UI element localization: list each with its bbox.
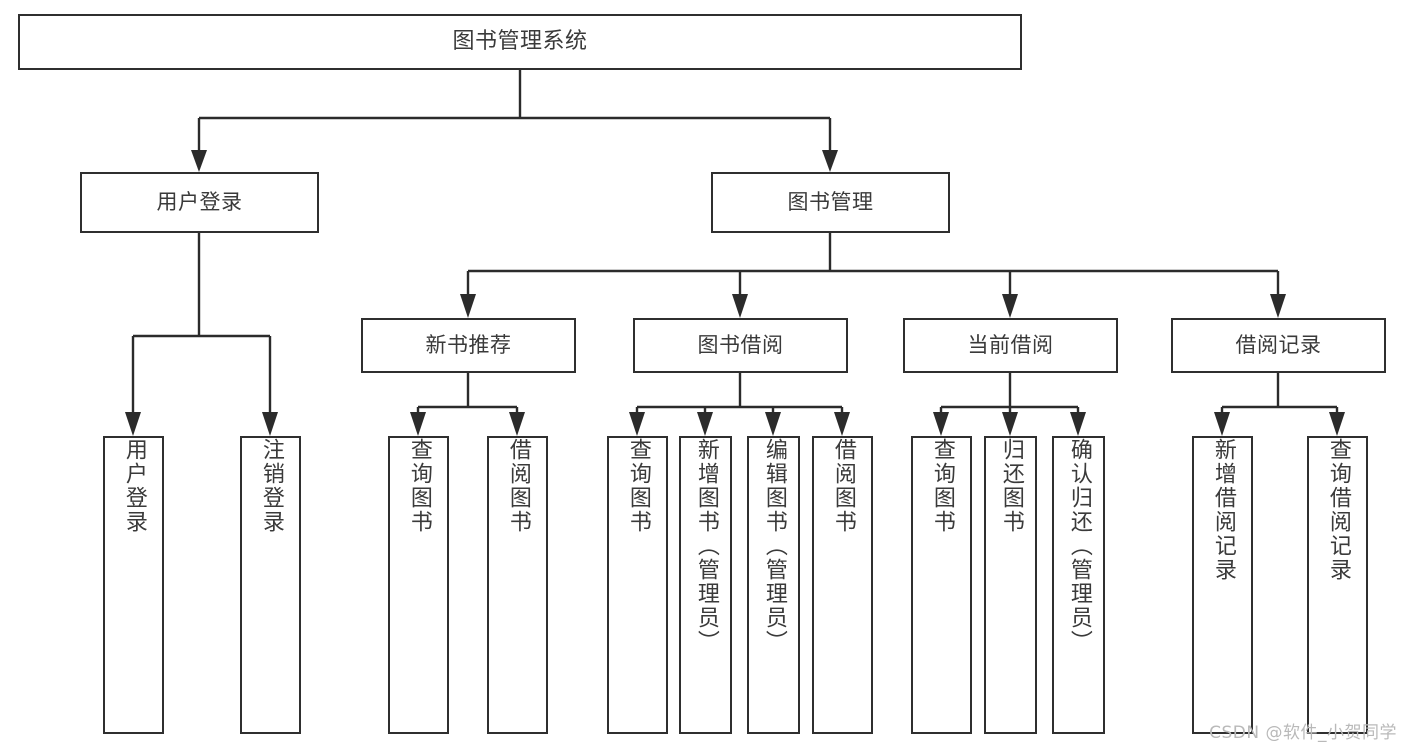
node-leaf-cb-return-book[interactable]: 归还图书 (984, 436, 1037, 734)
node-new-book-recommend-label: 新书推荐 (425, 332, 512, 357)
node-leaf-nbr-query-book[interactable]: 查询图书 (388, 436, 449, 734)
node-leaf-cb-confirm-return-admin[interactable]: 确认归还（管理员） (1052, 436, 1105, 734)
node-leaf-cb-return-book-label: 归还图书 (998, 438, 1024, 534)
arrow-br-l2 (1329, 412, 1345, 436)
node-leaf-user-login-login[interactable]: 用户登录 (103, 436, 164, 734)
arrow-bb-l2 (697, 412, 713, 436)
node-leaf-nbr-borrow-book[interactable]: 借阅图书 (487, 436, 548, 734)
node-book-borrow-label: 图书借阅 (697, 332, 784, 357)
arrow-to-user-login (191, 150, 207, 172)
arrow-br-l1 (1214, 412, 1230, 436)
node-leaf-bb-borrow-book[interactable]: 借阅图书 (812, 436, 873, 734)
node-leaf-bb-query-book-label: 查询图书 (625, 438, 651, 534)
node-book-management-label: 图书管理 (787, 189, 874, 214)
arrow-bm-c4 (1270, 294, 1286, 318)
arrow-bb-l3 (765, 412, 781, 436)
node-borrow-record[interactable]: 借阅记录 (1171, 318, 1386, 373)
node-root-system-label: 图书管理系统 (452, 28, 588, 54)
node-leaf-cb-query-book[interactable]: 查询图书 (911, 436, 972, 734)
node-leaf-br-query-record-label: 查询借阅记录 (1325, 438, 1351, 582)
node-leaf-nbr-borrow-book-label: 借阅图书 (505, 438, 531, 534)
node-leaf-bb-edit-book-admin[interactable]: 编辑图书（管理员） (747, 436, 800, 734)
node-borrow-record-label: 借阅记录 (1235, 332, 1322, 357)
arrow-nbr-l2 (509, 412, 525, 436)
node-new-book-recommend[interactable]: 新书推荐 (361, 318, 576, 373)
arrow-cb-l1 (933, 412, 949, 436)
arrow-ul-leaf1 (125, 412, 141, 436)
node-user-login-label: 用户登录 (156, 189, 243, 214)
node-book-management[interactable]: 图书管理 (711, 172, 950, 233)
arrow-bb-l4 (834, 412, 850, 436)
node-leaf-user-login-logout-label: 注销登录 (258, 438, 284, 534)
arrow-nbr-l1 (410, 412, 426, 436)
arrow-cb-l2 (1002, 412, 1018, 436)
arrow-ul-leaf2 (262, 412, 278, 436)
node-current-borrow[interactable]: 当前借阅 (903, 318, 1118, 373)
node-root-system[interactable]: 图书管理系统 (18, 14, 1022, 70)
node-leaf-user-login-logout[interactable]: 注销登录 (240, 436, 301, 734)
arrow-bm-c1 (460, 294, 476, 318)
node-leaf-bb-query-book[interactable]: 查询图书 (607, 436, 668, 734)
node-leaf-user-login-login-label: 用户登录 (121, 438, 147, 534)
node-leaf-br-query-record[interactable]: 查询借阅记录 (1307, 436, 1368, 734)
node-book-borrow[interactable]: 图书借阅 (633, 318, 848, 373)
arrow-bb-l1 (629, 412, 645, 436)
arrow-to-book-mgmt (822, 150, 838, 172)
node-leaf-bb-borrow-book-label: 借阅图书 (830, 438, 856, 534)
node-leaf-cb-query-book-label: 查询图书 (929, 438, 955, 534)
node-user-login[interactable]: 用户登录 (80, 172, 319, 233)
arrow-cb-l3 (1070, 412, 1086, 436)
node-leaf-br-add-record[interactable]: 新增借阅记录 (1192, 436, 1253, 734)
arrow-bm-c2 (732, 294, 748, 318)
node-current-borrow-label: 当前借阅 (967, 332, 1054, 357)
node-leaf-br-add-record-label: 新增借阅记录 (1210, 438, 1236, 582)
node-leaf-bb-edit-book-admin-label: 编辑图书（管理员） (761, 438, 787, 654)
node-leaf-nbr-query-book-label: 查询图书 (406, 438, 432, 534)
node-leaf-bb-add-book-admin-label: 新增图书（管理员） (693, 438, 719, 654)
node-leaf-cb-confirm-return-admin-label: 确认归还（管理员） (1066, 438, 1092, 654)
watermark-text: CSDN @软件_小贺同学 (1209, 723, 1397, 743)
arrow-bm-c3 (1002, 294, 1018, 318)
node-leaf-bb-add-book-admin[interactable]: 新增图书（管理员） (679, 436, 732, 734)
